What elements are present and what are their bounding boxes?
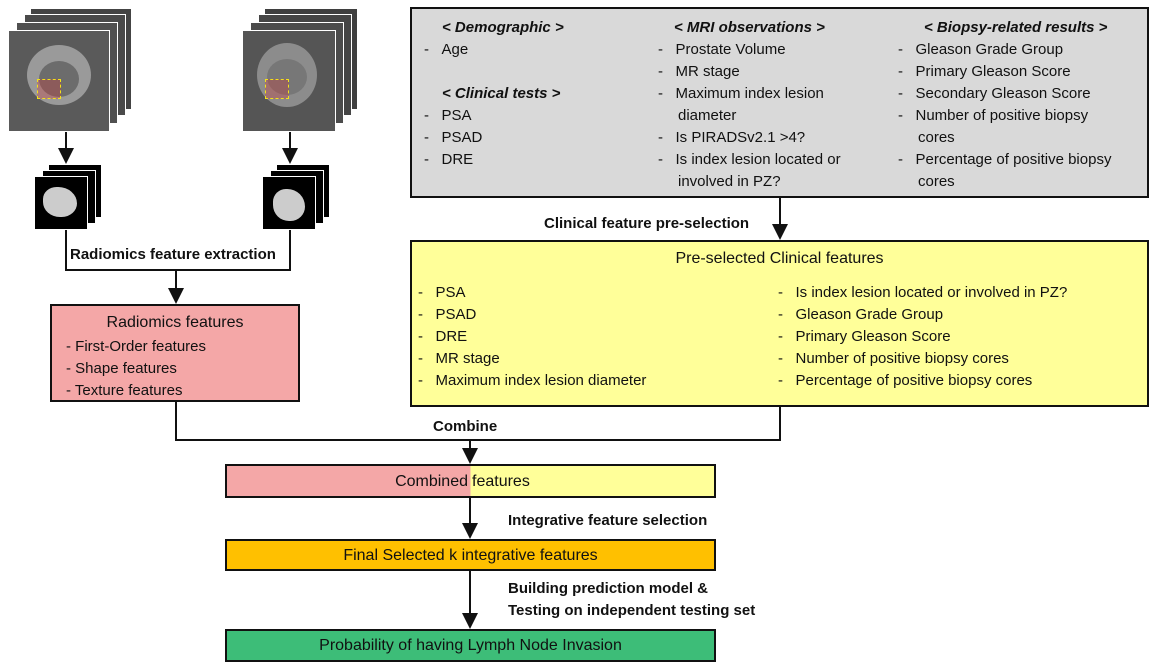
biopsy-item: - Number of positive biopsy (898, 107, 1089, 124)
biopsy-item: - Secondary Gleason Score (898, 85, 1091, 102)
build-model-label-2: Testing on independent testing set (508, 602, 756, 619)
build-model-label-1: Building prediction model & (508, 580, 708, 597)
preselected-right-item: - Number of positive biopsy cores (778, 350, 1009, 367)
clinical-test-item: - PSA (424, 107, 472, 124)
preselected-clinical-box: Pre-selected Clinical features - PSA - P… (410, 240, 1149, 407)
preselected-left-item: - DRE (418, 328, 468, 345)
final-selected-label: Final Selected k integrative features (343, 547, 598, 564)
mri-observations-header: < MRI observations > (674, 19, 825, 36)
preselected-left-item: - Maximum index lesion diameter (418, 372, 647, 389)
mri-item-continued: involved in PZ? (678, 173, 781, 190)
mri-item: - Is PIRADSv2.1 >4? (658, 129, 806, 146)
biopsy-results-header: < Biopsy-related results > (924, 19, 1108, 36)
biopsy-item: - Gleason Grade Group (898, 41, 1064, 58)
mri-item-continued: diameter (678, 107, 737, 124)
demographic-header: < Demographic > (442, 19, 564, 36)
demographic-item: - Age (424, 41, 469, 58)
preselected-right-item: - Primary Gleason Score (778, 328, 951, 345)
combined-features-box: Combined features (225, 464, 716, 498)
combine-label: Combine (433, 418, 498, 435)
mri-item: - Prostate Volume (658, 41, 786, 58)
mri-item: - Maximum index lesion (658, 85, 824, 102)
mri-item: - MR stage (658, 63, 740, 80)
mri-image-stack-2 (242, 8, 358, 132)
preselected-left-item: - PSAD (418, 306, 477, 323)
biopsy-item-continued: cores (918, 173, 955, 190)
clinical-features-box: < Demographic > - Age < Clinical tests >… (410, 7, 1149, 198)
combined-label-right: features (472, 473, 530, 490)
preselected-right-item: - Gleason Grade Group (778, 306, 944, 323)
radiomics-item: - Texture features (66, 382, 183, 399)
biopsy-item: - Primary Gleason Score (898, 63, 1071, 80)
preselected-left-item: - MR stage (418, 350, 500, 367)
combined-label-left: Combined (395, 473, 468, 490)
integrative-selection-label: Integrative feature selection (508, 512, 708, 529)
segmentation-mask-stack-2 (262, 164, 330, 230)
segmentation-mask-stack-1 (34, 164, 102, 230)
final-selected-features-box: Final Selected k integrative features (225, 539, 716, 571)
preselected-right-item: - Percentage of positive biopsy cores (778, 372, 1033, 389)
radiomics-title: Radiomics features (106, 314, 244, 331)
clinical-test-item: - DRE (424, 151, 474, 168)
clinical-preselection-label: Clinical feature pre-selection (544, 215, 750, 232)
radiomics-item: - Shape features (66, 360, 177, 377)
clinical-test-item: - PSAD (424, 129, 483, 146)
preselected-title: Pre-selected Clinical features (675, 250, 884, 267)
biopsy-item: - Percentage of positive biopsy (898, 151, 1112, 168)
extraction-connector (65, 230, 291, 271)
clinical-tests-header: < Clinical tests > (442, 85, 561, 102)
output-probability-box: Probability of having Lymph Node Invasio… (225, 629, 716, 662)
radiomics-features-box: Radiomics features - First-Order feature… (50, 304, 300, 402)
radiomics-item: - First-Order features (66, 338, 207, 355)
mri-item: - Is index lesion located or (658, 151, 841, 168)
radiomics-extraction-label: Radiomics feature extraction (70, 246, 276, 263)
output-label: Probability of having Lymph Node Invasio… (319, 637, 622, 654)
biopsy-item-continued: cores (918, 129, 955, 146)
preselected-left-item: - PSA (418, 284, 466, 301)
preselected-right-item: - Is index lesion located or involved in… (778, 284, 1068, 301)
combine-connector (175, 402, 781, 441)
mri-image-stack-1 (8, 8, 134, 132)
